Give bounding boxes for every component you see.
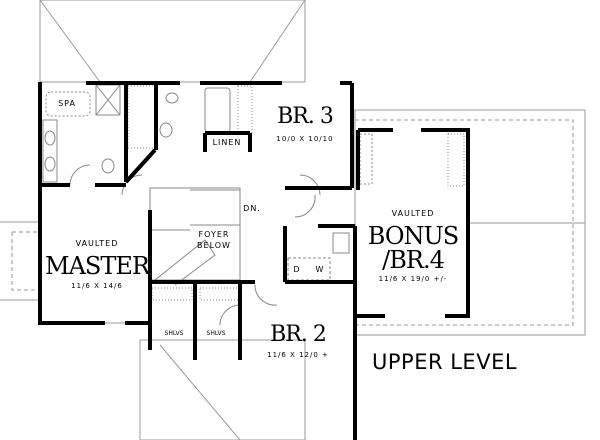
master-dims: 11/6 X 14/6 [71, 282, 123, 290]
shelves-label: SHLVS [206, 330, 226, 337]
bonus-vaulted-note: VAULTED [391, 209, 435, 218]
spa-label: SPA [58, 99, 76, 108]
br2-dims: 11/6 X 12/0 + [267, 351, 329, 359]
bonus-room-name-2: /BR.4 [382, 246, 445, 274]
bonus-room-name: BONUS [367, 222, 459, 250]
foyer-below-label: BELOW [197, 241, 231, 250]
br3-dims: 10/0 X 10/10 [276, 135, 334, 143]
dryer-label: D [293, 265, 301, 274]
down-label: DN. [243, 204, 261, 213]
linen-label: LINEN [212, 138, 242, 147]
master-vaulted-note: VAULTED [75, 239, 119, 248]
shelves-label: SHLVS [164, 330, 184, 337]
bonus-dims: 11/6 X 19/0 +/- [378, 275, 448, 283]
foyer-label: FOYER [198, 230, 230, 239]
roof-outlines [0, 0, 586, 440]
walls [38, 81, 470, 440]
master-room-name: MASTER [45, 252, 150, 280]
br3-room-name: BR. 3 [277, 104, 334, 129]
br2-room-name: BR. 2 [270, 322, 327, 347]
washer-label: W [315, 265, 325, 274]
plan-title: UPPER LEVEL [372, 350, 518, 374]
